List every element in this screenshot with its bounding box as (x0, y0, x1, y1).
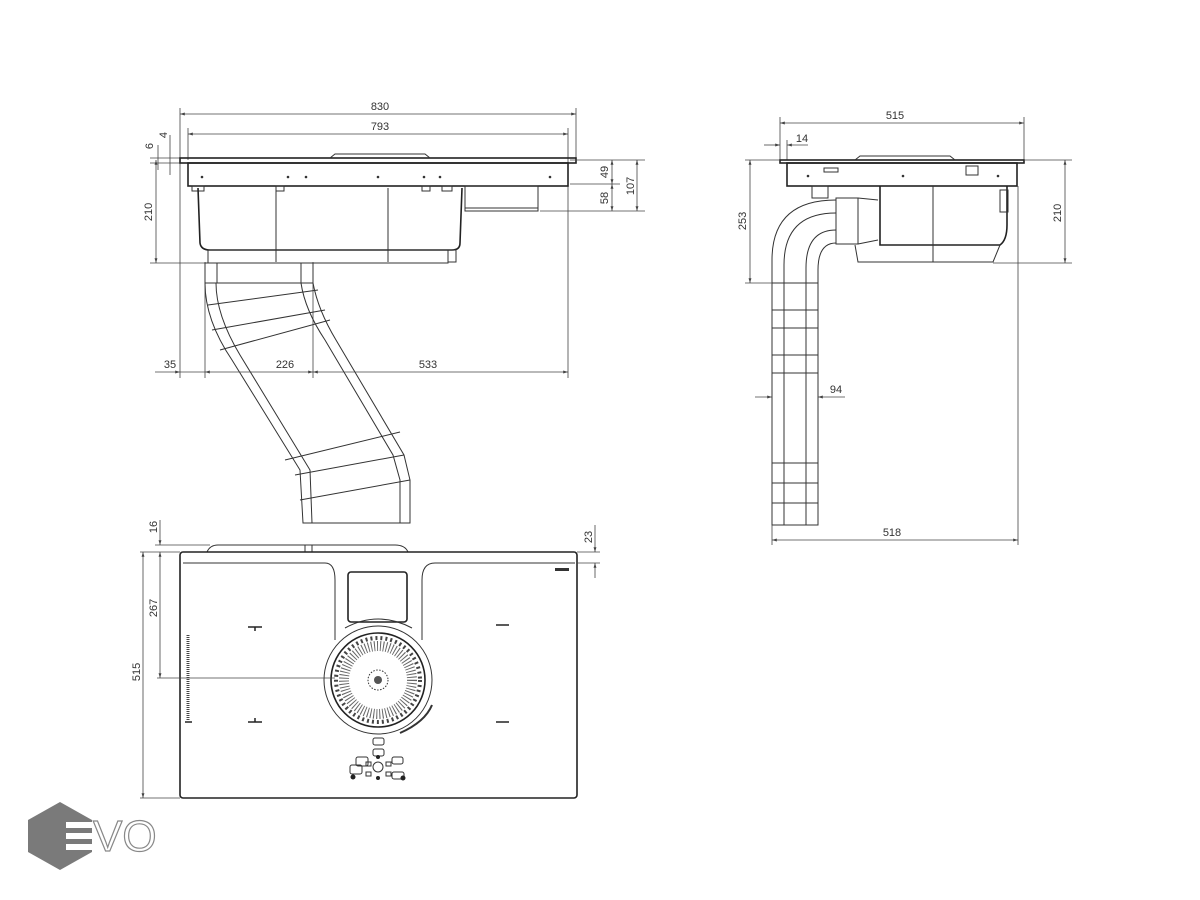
dim-label-515-plan: 515 (131, 663, 143, 681)
dim-label-210-front: 210 (143, 203, 155, 221)
dim-label-58: 58 (599, 192, 611, 204)
dim-label-14: 14 (796, 133, 808, 145)
hob-body (187, 162, 569, 187)
side-duct (771, 197, 879, 526)
dim-label-35: 35 (164, 359, 176, 371)
dim-label-107: 107 (625, 177, 637, 195)
logo-text: VO (93, 812, 157, 861)
fan-housing (197, 187, 463, 251)
fan-outer-ring (323, 625, 433, 735)
hob-top (179, 551, 578, 799)
side-hob-body (786, 162, 1018, 187)
front-duct (204, 262, 411, 524)
plan-view: 16 267 515 23 (131, 520, 600, 799)
display-window (347, 571, 408, 623)
dim-label-6: 6 (144, 143, 156, 149)
dim-label-793: 793 (371, 121, 389, 133)
logo-hexagon (28, 802, 92, 870)
dim-label-515-side: 515 (886, 110, 904, 122)
fan-grille (330, 632, 426, 728)
dim-label-830: 830 (371, 101, 389, 113)
dim-label-518: 518 (883, 527, 901, 539)
dim-label-253: 253 (737, 212, 749, 230)
dim-label-533: 533 (419, 359, 437, 371)
dim-label-16: 16 (148, 521, 160, 533)
dim-label-94: 94 (830, 384, 842, 396)
brand-mark (555, 568, 569, 571)
dim-label-23: 23 (583, 531, 595, 543)
dim-label-226: 226 (276, 359, 294, 371)
dim-label-210-side: 210 (1052, 204, 1064, 222)
electronics-box (464, 185, 539, 212)
dim-label-49: 49 (599, 166, 611, 178)
dim-label-267: 267 (148, 599, 160, 617)
front-view: 830 793 6 4 210 (143, 101, 645, 524)
evo-logo: VO (28, 802, 157, 870)
dim-label-4: 4 (158, 132, 170, 138)
side-view: 515 14 253 (737, 110, 1072, 545)
control-panel (349, 737, 405, 780)
